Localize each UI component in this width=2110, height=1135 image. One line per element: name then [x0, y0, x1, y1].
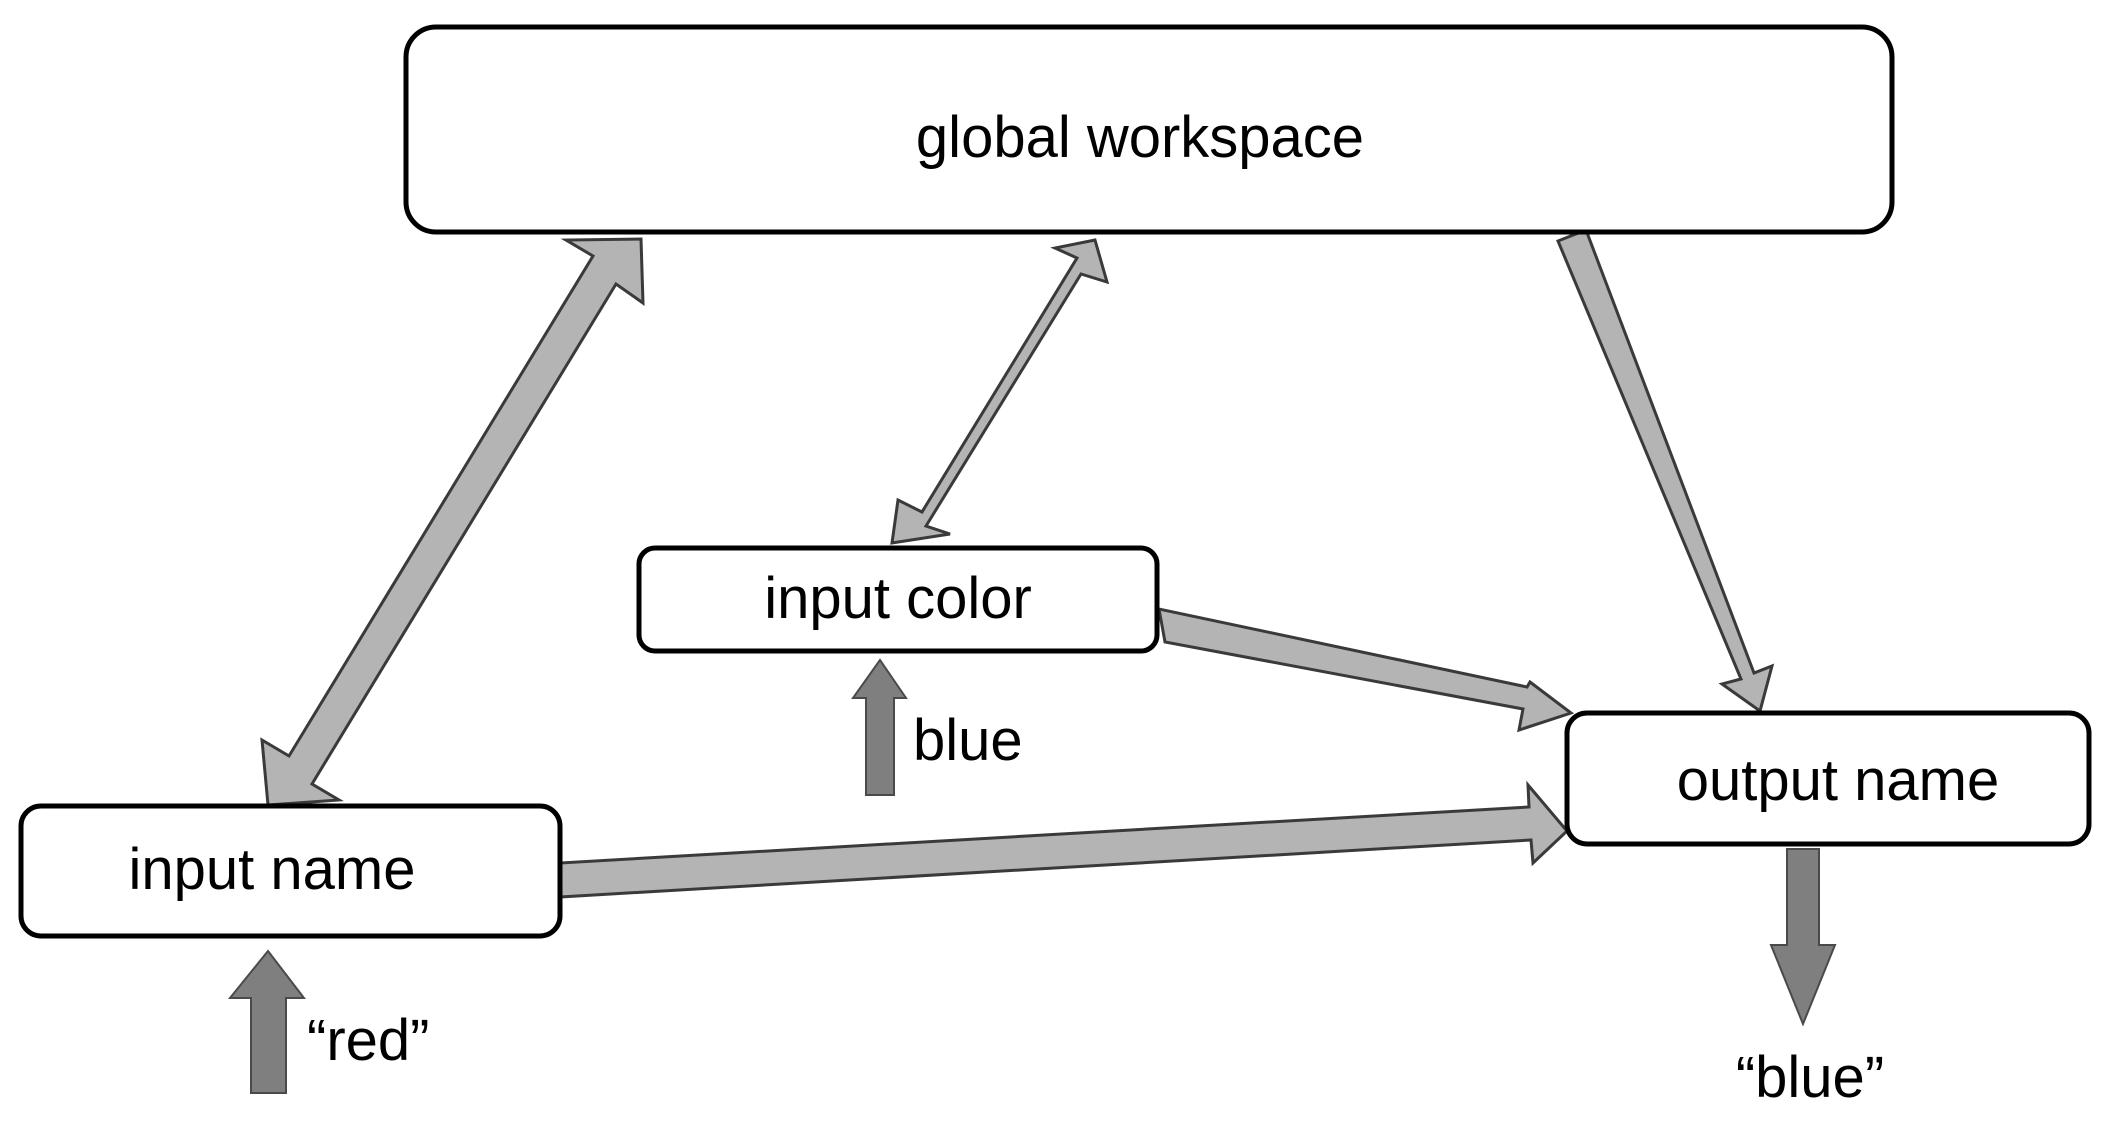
io-labels: blue “red” “blue” [307, 708, 1884, 1110]
node-input-name: input name [18, 803, 563, 939]
io-arrows [227, 658, 1837, 1094]
arrow-input-color-output-name [1157, 607, 1575, 733]
nodes: global workspace input color input name … [18, 24, 2092, 939]
node-input-name-box [18, 803, 563, 939]
arrow-input-color-global-workspace [890, 238, 1110, 545]
node-global-workspace-box [403, 24, 1895, 235]
node-global-workspace: global workspace [403, 24, 1895, 235]
node-input-color: input color [636, 545, 1160, 654]
arrow-global-workspace-output-name [1556, 228, 1775, 714]
node-input-color-box [636, 545, 1160, 654]
label-blue-input: blue [913, 708, 1023, 773]
arrow-blue-into-input-color [851, 658, 908, 796]
arrow-red-into-input-name [227, 949, 307, 1094]
node-output-name-label: output name [1677, 748, 1999, 813]
arrow-input-name-global-workspace [260, 237, 645, 807]
node-input-color-label: input color [764, 566, 1032, 631]
label-red-input: “red” [307, 1008, 429, 1073]
node-global-workspace-label: global workspace [916, 105, 1364, 170]
node-output-name-box [1564, 710, 2092, 847]
label-blue-output: “blue” [1736, 1045, 1884, 1110]
node-output-name: output name [1564, 710, 2092, 847]
arrow-output-name-to-blue [1769, 848, 1837, 1027]
arrow-input-name-output-name [558, 780, 1570, 899]
connection-arrows [260, 228, 1775, 899]
node-input-name-label: input name [129, 837, 416, 902]
